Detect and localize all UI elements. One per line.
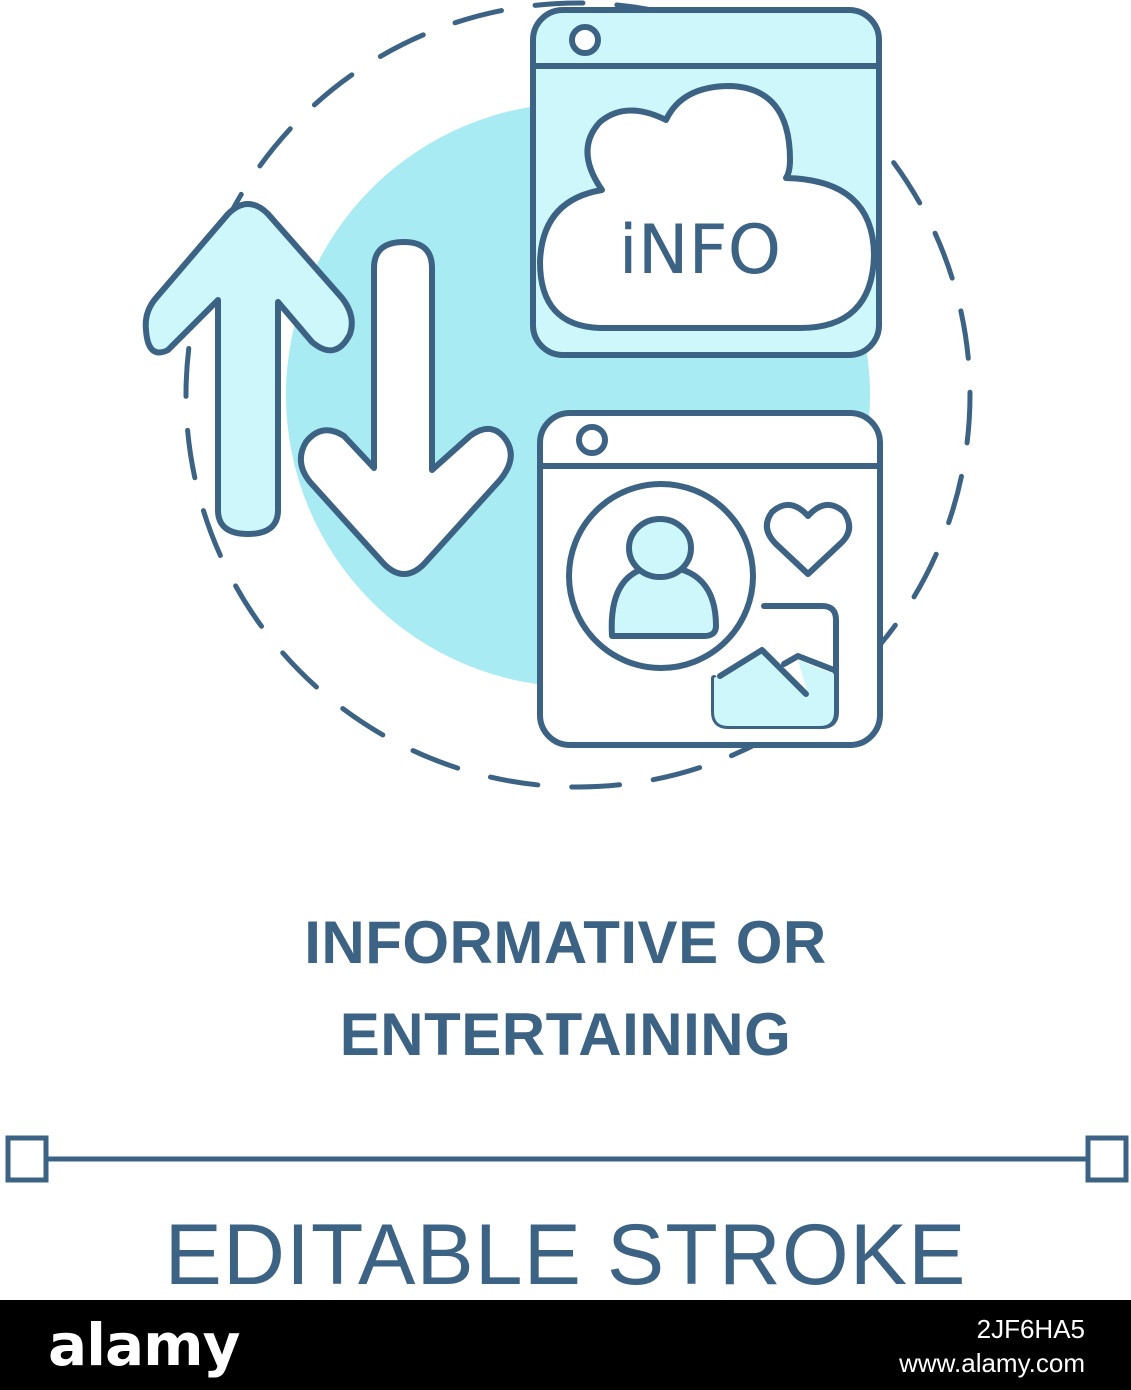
informative-or-entertaining-icon: iNFO (142, 0, 973, 790)
left-handle (5, 1135, 49, 1183)
right-handle (1085, 1135, 1129, 1183)
image-id: 2JF6HA5 (976, 1314, 1085, 1344)
user-avatar-icon (566, 481, 756, 671)
cloud-icon: iNFO (537, 83, 877, 331)
footer-bar: alamy 2JF6HA5 www.alamy.com (0, 1300, 1131, 1390)
editable-stroke-bar (5, 1135, 1129, 1183)
editable-stroke-label: EDITABLE STROKE (164, 1207, 967, 1303)
title-line-1: INFORMATIVE OR (304, 909, 827, 976)
dashed-circle (183, 0, 973, 790)
alamy-logo: alamy (48, 1311, 240, 1379)
title-line-2: ENTERTAINING (339, 1001, 792, 1068)
cloud-info-text: iNFO (619, 211, 781, 290)
down-arrow-icon (297, 239, 514, 577)
image-icon (711, 603, 839, 729)
footer-url[interactable]: www.alamy.com (899, 1348, 1085, 1378)
heart-icon (763, 502, 853, 577)
up-arrow-icon (142, 201, 355, 537)
